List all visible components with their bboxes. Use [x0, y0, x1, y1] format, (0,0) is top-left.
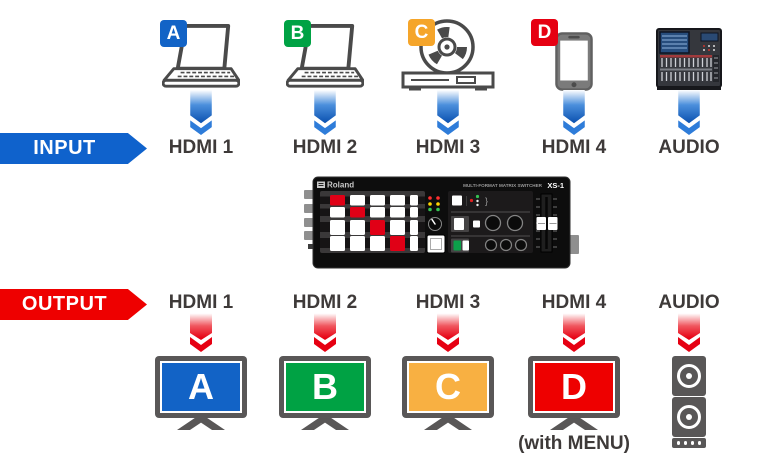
- monitor-stand: [301, 418, 349, 430]
- output-monitor-a: A: [155, 356, 247, 430]
- switcher-brand-logo: Roland: [317, 181, 354, 190]
- speaker-base: [672, 438, 706, 448]
- source-badge-b-letter: B: [290, 22, 305, 44]
- output-arrow-audio-icon: [678, 312, 700, 352]
- svg-text:}: }: [485, 196, 488, 206]
- speaker-icon: [672, 356, 706, 448]
- monitor-stand: [424, 418, 472, 430]
- input-banner-label: INPUT: [33, 137, 96, 159]
- with-menu-note: (with MENU): [518, 433, 630, 454]
- monitor-stand: [550, 418, 598, 430]
- switcher-model-label: XS-1: [547, 181, 564, 190]
- output-banner: OUTPUT: [0, 289, 147, 320]
- output-label-hdmi3: HDMI 3: [415, 292, 481, 313]
- output-label-hdmi1: HDMI 1: [168, 292, 234, 313]
- monitor-stand: [177, 418, 225, 430]
- input-label-hdmi1: HDMI 1: [168, 137, 234, 158]
- status-leds: [428, 196, 440, 212]
- switcher-side-connectors: [304, 190, 579, 254]
- xs1-switcher-front-panel: Roland MULTI-FORMAT MATRIX SWITCHER XS-1: [304, 176, 579, 269]
- input-arrow-audio-icon: [678, 90, 700, 135]
- smartphone-icon: [555, 32, 593, 91]
- output-banner-label: OUTPUT: [21, 293, 108, 315]
- output-monitor-c: C: [402, 356, 494, 430]
- monitor-d-letter: D: [561, 366, 587, 407]
- input-label-hdmi2: HDMI 2: [292, 137, 358, 158]
- source-badge-b: B: [284, 20, 311, 47]
- monitor-b-screen: B: [284, 361, 366, 413]
- switcher-series-label: MULTI-FORMAT MATRIX SWITCHER: [463, 183, 543, 188]
- monitor-c-letter: C: [435, 366, 461, 407]
- input-label-hdmi3: HDMI 3: [415, 137, 481, 158]
- monitor-a-letter: A: [188, 366, 214, 407]
- output-monitor-d: D: [528, 356, 620, 430]
- input-label-hdmi4: HDMI 4: [541, 137, 607, 158]
- rotary-knob: [428, 217, 442, 231]
- output-arrow-hdmi3-icon: [437, 312, 459, 352]
- source-badge-a-letter: A: [166, 22, 181, 44]
- output-monitor-b: B: [279, 356, 371, 430]
- source-badge-c: C: [408, 19, 435, 46]
- monitor-d-screen: D: [533, 361, 615, 413]
- input-arrow-hdmi3-icon: [437, 90, 459, 135]
- audio-mixer-icon: [656, 28, 722, 91]
- control-panel: }: [448, 191, 533, 253]
- speaker-driver-bottom: [672, 397, 706, 437]
- output-label-hdmi2: HDMI 2: [292, 292, 358, 313]
- source-badge-d: D: [531, 19, 558, 46]
- speaker-driver-top: [672, 356, 706, 396]
- output-label-hdmi4: HDMI 4: [541, 292, 607, 313]
- input-arrow-hdmi4-icon: [563, 90, 585, 135]
- output-arrow-hdmi1-icon: [190, 312, 212, 352]
- take-button: [426, 234, 446, 254]
- input-banner: INPUT: [0, 133, 147, 164]
- crosspoint-grid: [320, 191, 425, 253]
- input-label-audio: AUDIO: [658, 137, 720, 158]
- monitor-b-letter: B: [312, 366, 338, 407]
- output-label-audio: AUDIO: [658, 292, 720, 313]
- input-arrow-hdmi2-icon: [314, 90, 336, 135]
- monitor-c-screen: C: [407, 361, 489, 413]
- svg-text:Roland: Roland: [327, 181, 354, 190]
- source-badge-c-letter: C: [414, 21, 429, 43]
- source-badge-a: A: [160, 20, 187, 47]
- fader: [536, 193, 558, 253]
- output-arrow-hdmi4-icon: [563, 312, 585, 352]
- output-arrow-hdmi2-icon: [314, 312, 336, 352]
- monitor-a-screen: A: [160, 361, 242, 413]
- input-arrow-hdmi1-icon: [190, 90, 212, 135]
- source-badge-d-letter: D: [537, 21, 552, 43]
